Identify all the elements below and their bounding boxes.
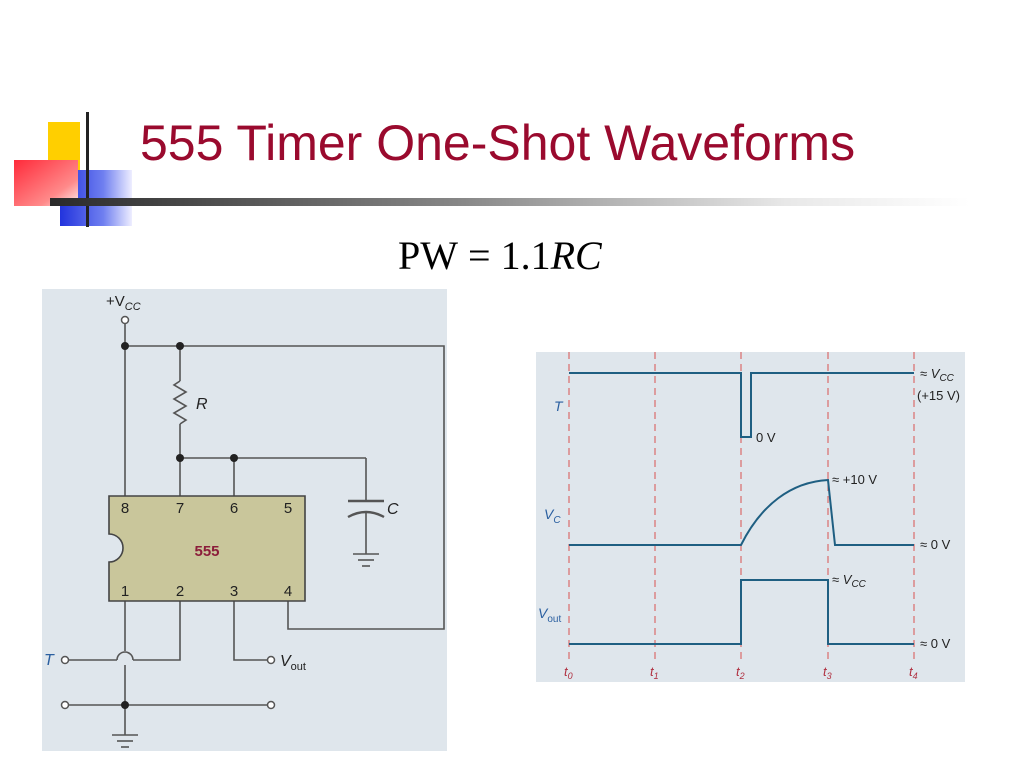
signal-label-t: T bbox=[554, 398, 564, 414]
decor-vertical-line bbox=[86, 112, 89, 227]
trigger-label: T bbox=[44, 652, 55, 669]
capacitor-voltage-waveform bbox=[569, 478, 914, 546]
pin-label: 7 bbox=[176, 500, 184, 517]
formula-coefficient: 1.1 bbox=[500, 233, 551, 278]
waveform-svg: T VC Vout ≈ VCC (+15 V) 0 V ≈ +10 V ≈ 0 … bbox=[538, 352, 960, 681]
circuit-svg: +VCC R C 555 8 7 6 5 1 2 3 4 T Vout bbox=[44, 293, 445, 748]
annotation-approx-zero: ≈ 0 V bbox=[920, 636, 951, 651]
annotation-vout-vcc: ≈ VCC bbox=[832, 572, 867, 590]
signal-label-vout: Vout bbox=[538, 605, 561, 625]
pin-label: 1 bbox=[121, 583, 129, 600]
pulse-width-formula: PW=1.1RC bbox=[398, 236, 602, 276]
formula-equals: = bbox=[468, 233, 491, 278]
time-labels: t0 t1 t2 t3 t4 bbox=[564, 664, 918, 681]
output-waveform bbox=[569, 579, 914, 645]
trigger-waveform bbox=[569, 372, 914, 438]
capacitor-symbol bbox=[347, 499, 385, 519]
resistor-label: R bbox=[196, 396, 208, 413]
circuit-diagram: +VCC R C 555 8 7 6 5 1 2 3 4 T Vout bbox=[42, 289, 447, 751]
junction-dots bbox=[121, 342, 238, 709]
open-terminals bbox=[60, 315, 276, 710]
pin-label: 3 bbox=[230, 583, 238, 600]
ic-555-chip bbox=[108, 495, 306, 602]
time-label: t3 bbox=[823, 664, 832, 681]
title-underline bbox=[50, 198, 970, 206]
pin-label: 4 bbox=[284, 583, 292, 600]
pin-label: 2 bbox=[176, 583, 184, 600]
chip-label: 555 bbox=[194, 543, 219, 560]
time-label: t0 bbox=[564, 664, 573, 681]
pin-label: 6 bbox=[230, 500, 238, 517]
annotation-plus-ten: ≈ +10 V bbox=[832, 472, 877, 487]
capacitor-ground-icon bbox=[353, 553, 379, 567]
slide-title: 555 Timer One-Shot Waveforms bbox=[140, 115, 856, 171]
time-label: t2 bbox=[736, 664, 745, 681]
vout-label: Vout bbox=[280, 653, 306, 673]
time-label: t1 bbox=[650, 664, 659, 681]
capacitor-label: C bbox=[387, 501, 399, 518]
annotation-approx-zero: ≈ 0 V bbox=[920, 537, 951, 552]
formula-lhs: PW bbox=[398, 233, 458, 278]
chip-pins-bottom: 1 2 3 4 bbox=[121, 583, 292, 600]
waveform-diagram: T VC Vout ≈ VCC (+15 V) 0 V ≈ +10 V ≈ 0 … bbox=[536, 352, 965, 682]
pin-label: 8 bbox=[121, 500, 129, 517]
annotation-vcc-value: (+15 V) bbox=[917, 388, 960, 403]
annotation-vcc: ≈ VCC bbox=[920, 366, 955, 384]
vcc-label: +VCC bbox=[106, 293, 141, 313]
annotation-zero-v: 0 V bbox=[756, 430, 776, 445]
signal-label-vc: VC bbox=[544, 506, 561, 526]
time-label: t4 bbox=[909, 664, 918, 681]
formula-variables: RC bbox=[550, 233, 602, 278]
chip-pins-top: 8 7 6 5 bbox=[121, 500, 292, 517]
ground-icon bbox=[112, 734, 138, 748]
pin-label: 5 bbox=[284, 500, 292, 517]
